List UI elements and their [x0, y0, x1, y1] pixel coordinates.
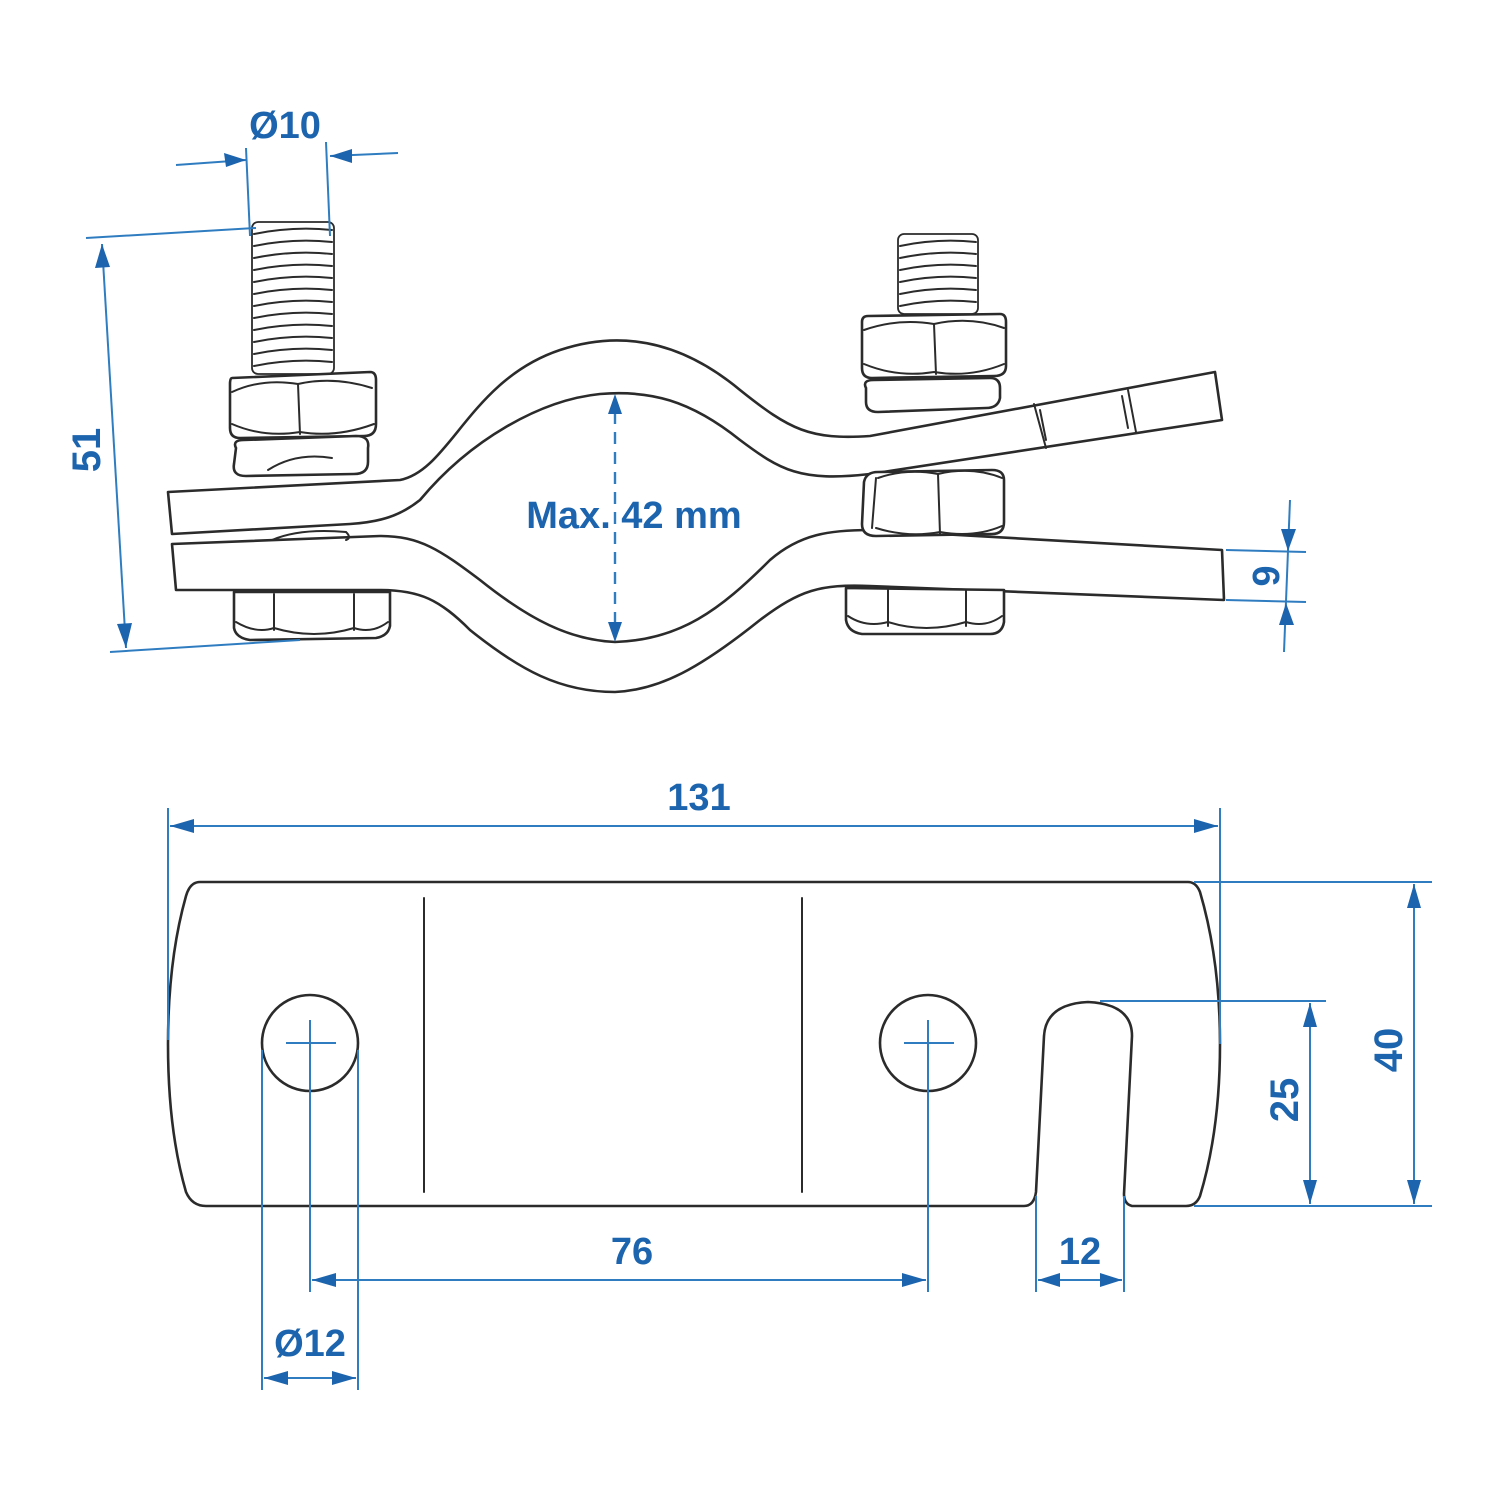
dim-overall-width: 40	[1194, 881, 1432, 1207]
overall-height-label: 51	[65, 428, 109, 473]
dim-overall-height: 51	[65, 227, 301, 653]
left-bolt-shank	[271, 530, 350, 541]
max-pipe-diameter-label: Max. 42 mm	[526, 495, 741, 537]
dim-bolt-diameter: Ø10	[175, 105, 399, 237]
hole-diameter-label: Ø12	[274, 1323, 346, 1365]
side-view: Ø10 51 Max. 42 mm 6	[65, 105, 1307, 694]
dim-overall-length: 131	[167, 777, 1221, 1044]
bolt-diameter-label: Ø10	[249, 105, 321, 147]
top-view: 131 40 25 76	[166, 777, 1432, 1390]
hole-spacing-label: 76	[611, 1231, 653, 1273]
slot-depth-label: 25	[1263, 1078, 1307, 1123]
strap-thickness-label: 6	[1244, 565, 1286, 586]
slot-width-label: 12	[1059, 1231, 1101, 1273]
left-upper-hex-nut	[228, 370, 378, 440]
dim-hole-diameter: Ø12	[261, 1050, 359, 1390]
dim-hole-spacing: 76	[309, 1020, 929, 1292]
left-lower-hex-nut	[232, 590, 392, 642]
overall-width-label: 40	[1367, 1028, 1411, 1073]
upper-clamp-band	[166, 339, 1224, 536]
lower-clamp-band	[170, 528, 1226, 694]
dim-slot-width: 12	[1035, 1196, 1125, 1292]
right-washer	[863, 376, 1002, 414]
right-middle-hex-nut	[860, 468, 1006, 538]
right-lower-hex-nut	[844, 586, 1006, 636]
left-bolt-thread	[251, 221, 335, 375]
dim-max-pipe-diameter: Max. 42 mm	[515, 394, 758, 642]
right-upper-hex-nut	[860, 312, 1008, 380]
overall-length-label: 131	[667, 777, 730, 819]
right-strap-bend-marks	[1033, 389, 1137, 449]
dim-strap-thickness: 6	[1225, 499, 1307, 653]
right-bolt-thread	[897, 233, 979, 315]
dim-slot-depth: 25	[1100, 1000, 1326, 1204]
left-washer	[232, 434, 370, 478]
